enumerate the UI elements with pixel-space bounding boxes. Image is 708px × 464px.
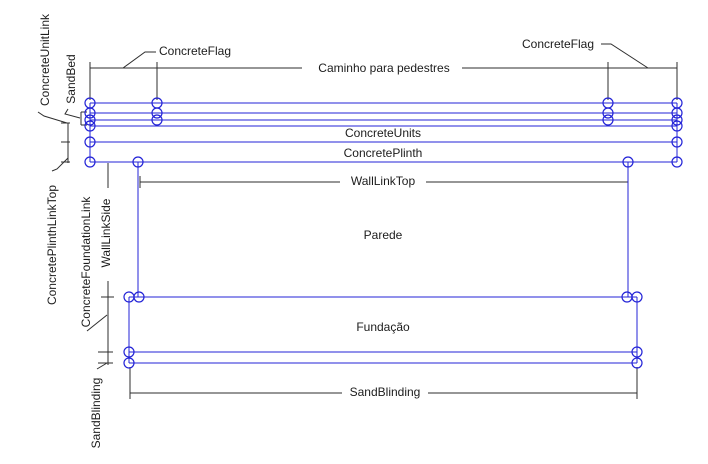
label-concrete-flag-right: ConcreteFlag: [521, 37, 595, 51]
label-concrete-plinth-link-top: ConcretePlinthLinkTop: [45, 184, 59, 306]
layer-lines: [90, 102, 677, 163]
leader-concrete-flag-left: [122, 51, 156, 69]
layer-edges: [89, 103, 678, 162]
dim-label-wall-link-top: WallLinkTop: [345, 175, 421, 187]
label-sand-bed: SandBed: [64, 54, 78, 104]
bracket-sand-bed: [80, 111, 87, 126]
label-concrete-foundation-link: ConcreteFoundationLink: [79, 196, 93, 328]
leader-sand-blinding: [96, 362, 108, 370]
leader-sand-bed: [64, 108, 81, 119]
foundation-lines: [129, 296, 637, 364]
leader-concrete-flag-right: [601, 43, 649, 69]
label-concrete-unit-link: ConcreteUnitLink: [38, 13, 52, 107]
label-wall-link-side: WallLinkSide: [99, 198, 113, 268]
wall-edges: [137, 162, 629, 297]
dim-label-caminho: Caminho para pedestres: [313, 62, 455, 74]
annotation-geometry: [37, 43, 678, 399]
dimension-extensions-caminho: [89, 62, 678, 100]
leader-concrete-plinth-link-top: [51, 157, 69, 172]
link-node-circles: [84, 97, 683, 369]
label-parede: Parede: [363, 228, 403, 242]
dim-label-sand-blinding: SandBlinding: [344, 386, 426, 398]
dimension-line-wall-link-top: [139, 176, 629, 188]
label-concrete-plinth: ConcretePlinth: [343, 146, 423, 160]
foundation-edges: [128, 297, 638, 363]
dimension-line-sand-blinding: [129, 367, 638, 399]
element-geometry: [89, 102, 678, 364]
label-sand-blinding-left: SandBlinding: [89, 377, 103, 449]
label-concrete-flag-left: ConcreteFlag: [158, 44, 232, 58]
label-concrete-units: ConcreteUnits: [344, 126, 422, 140]
leader-concrete-foundation-link: [86, 314, 108, 332]
label-fundacao: Fundação: [356, 320, 410, 334]
leader-concrete-unit-link: [37, 111, 68, 124]
bracket-unit-plinth: [61, 122, 70, 163]
level-ticks: [98, 296, 114, 364]
